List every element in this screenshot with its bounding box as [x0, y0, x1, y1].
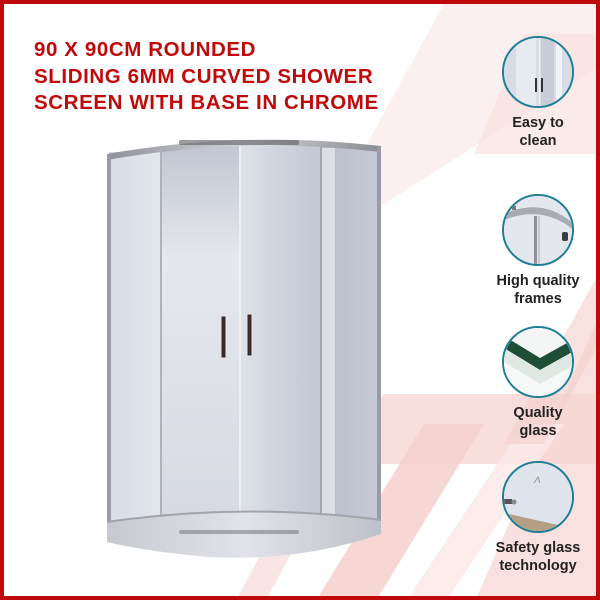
- title-line-1: 90 X 90CM ROUNDED: [34, 38, 257, 61]
- safety-glass-icon: [502, 461, 574, 533]
- label-line: clean: [519, 133, 557, 149]
- title-line-2: SLIDING 6MM CURVED SHOWER: [34, 64, 374, 88]
- feature-safety-glass: Safety glass technology: [474, 461, 596, 575]
- label-line: technology: [499, 558, 577, 574]
- label-line: frames: [514, 291, 562, 307]
- feature-label: Quality glass: [474, 404, 596, 440]
- feature-label: Easy to clean: [474, 114, 596, 150]
- feature-label: High quality frames: [474, 272, 596, 308]
- label-line: Quality: [513, 405, 563, 421]
- glass-edge-icon: [502, 326, 574, 398]
- shower-enclosure-image: [106, 139, 382, 558]
- door-handles-icon: [502, 36, 574, 108]
- title-line-3: SCREEN WITH BASE IN CHROME: [34, 91, 379, 114]
- feature-high-quality-frames: High quality frames: [474, 194, 596, 308]
- label-line: glass: [519, 423, 557, 439]
- label-line: Easy to: [512, 115, 564, 131]
- product-title: 90 X 90CM ROUNDED SLIDING 6MM CURVED SHO…: [34, 37, 379, 117]
- feature-label: Safety glass technology: [474, 539, 596, 575]
- feature-quality-glass: Quality glass: [474, 326, 596, 440]
- label-line: Safety glass: [495, 540, 581, 556]
- feature-easy-to-clean: Easy to clean: [474, 36, 596, 150]
- label-line: High quality: [496, 273, 580, 289]
- frame-roller-icon: [502, 194, 574, 266]
